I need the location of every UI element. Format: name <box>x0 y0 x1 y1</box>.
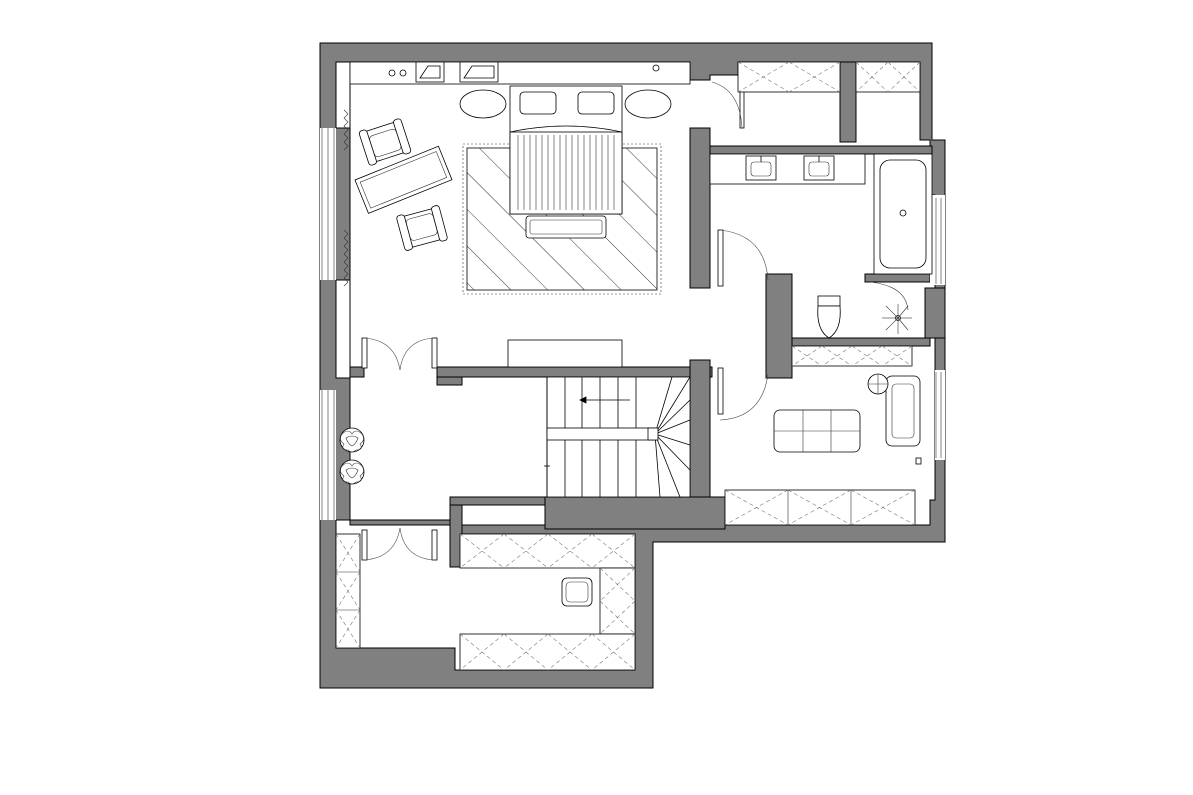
double-bed-icon <box>509 85 623 215</box>
cabinet-icon <box>737 61 921 93</box>
window-icon <box>321 109 942 520</box>
ottoman-icon <box>525 215 607 239</box>
toilet-icon <box>817 295 841 339</box>
stairs-icon <box>544 376 691 498</box>
armchair-icon <box>358 118 448 251</box>
ottoman-icon <box>561 577 593 607</box>
sink-icon <box>388 61 660 83</box>
plant-icon <box>339 427 365 485</box>
sofa-icon <box>867 373 921 447</box>
dressing-room <box>335 533 636 671</box>
study <box>724 345 921 526</box>
sink-icon <box>745 155 835 181</box>
bathroom <box>709 153 933 339</box>
bathtub-icon <box>873 153 933 275</box>
walls <box>319 42 946 689</box>
coffee-table-icon <box>773 409 861 453</box>
bedroom <box>349 61 691 368</box>
shower-icon <box>882 304 912 334</box>
table-icon <box>354 145 453 214</box>
